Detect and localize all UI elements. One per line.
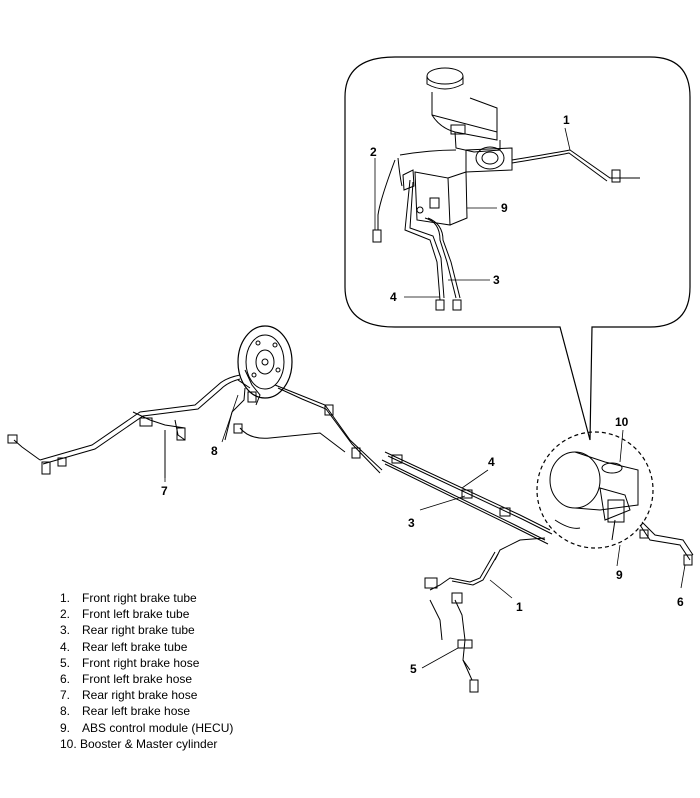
legend-label: Rear left brake tube [82,639,188,654]
callout-7: 7 [161,484,168,498]
detail-bubble [344,56,691,441]
booster-detail-circle [536,431,654,549]
legend-label: Booster & Master cylinder [80,736,218,751]
legend-label: ABS control module (HECU) [82,720,234,735]
legend-label: Rear right brake hose [82,688,198,703]
callout-labels: 1 2 9 3 4 10 4 3 9 1 6 5 7 8 [161,113,684,676]
legend-item: 7. Rear right brake hose [60,687,233,703]
legend-item: 3. Rear right brake tube [60,622,233,638]
legend-label: Rear left brake hose [82,704,191,719]
legend-label: Front left brake hose [82,672,193,687]
legend-label: Rear right brake tube [82,623,195,638]
legend-item: 1. Front right brake tube [60,590,233,606]
detail-master-cylinder [426,67,513,173]
legend-item: 5. Front right brake hose [60,655,233,671]
callout-10: 10 [615,415,629,429]
rear-brake-assembly [237,325,293,406]
legend-number: 9. [60,720,71,735]
callout-2-detail: 2 [370,145,377,159]
callout-3-detail: 3 [493,273,500,287]
callout-4: 4 [488,455,495,469]
legend-label: Front left brake tube [82,607,190,622]
legend-number: 7. [60,688,71,703]
legend-number: 10. [60,736,77,751]
legend-item: 9. ABS control module (HECU) [60,720,233,736]
legend-number: 3. [60,623,71,638]
legend-number: 5. [60,655,71,670]
front-right-tube-hose [424,551,499,693]
legend-item: 10.Booster & Master cylinder [60,736,233,752]
legend-item: 6. Front left brake hose [60,671,233,687]
legend-item: 4. Rear left brake tube [60,639,233,655]
legend-number: 4. [60,639,71,654]
callout-3: 3 [408,516,415,530]
legend-label: Front right brake hose [82,655,200,670]
callout-4-detail: 4 [390,290,397,304]
callout-5: 5 [410,662,417,676]
legend-label: Front right brake tube [82,591,197,605]
rear-brake-lines [7,374,383,478]
legend-item: 8. Rear left brake hose [60,703,233,719]
callout-1-detail: 1 [563,113,570,127]
parts-legend: 1. Front right brake tube 2. Front left br… [60,590,233,752]
leader-lines [164,127,686,669]
callout-6: 6 [677,595,684,609]
legend-number: 1. [60,591,71,605]
front-left-hose [639,521,694,566]
legend-number: 8. [60,704,71,719]
detail-hecu [402,169,468,226]
callout-8: 8 [211,444,218,458]
callout-9: 9 [616,568,623,582]
callout-9-detail: 9 [501,201,508,215]
legend-number: 2. [60,607,71,622]
legend-number: 6. [60,672,71,687]
rear-tubes-3-4 [381,451,553,561]
callout-1: 1 [516,600,523,614]
legend-item: 2. Front left brake tube [60,606,233,622]
detail-lines [372,149,640,311]
